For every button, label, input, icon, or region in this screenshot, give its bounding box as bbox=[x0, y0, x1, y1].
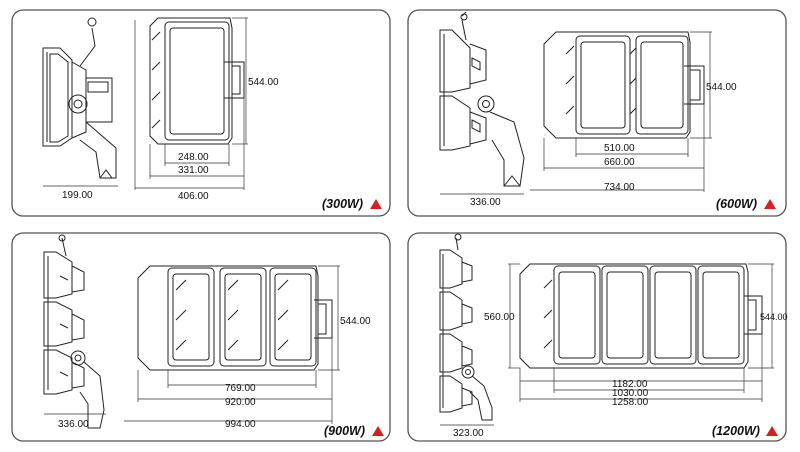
side-view-300w bbox=[42, 17, 117, 179]
red-triangle-icon bbox=[370, 199, 382, 209]
dim-900w-a: 769.00 bbox=[225, 383, 256, 394]
panel-900w: 336.00 544.00 769 bbox=[11, 232, 391, 442]
dim-1200w-c: 1258.00 bbox=[612, 397, 649, 408]
red-triangle-icon bbox=[766, 426, 778, 436]
dim-1200w-a: 1182.00 bbox=[612, 379, 648, 390]
wattage-label-300w: (300W) bbox=[322, 197, 363, 211]
wattage-label-900w: (900W) bbox=[324, 424, 365, 438]
dim-900w-b: 920.00 bbox=[225, 397, 256, 408]
panel-1200w: 323.00 bbox=[407, 232, 788, 442]
front-view-600w bbox=[543, 31, 705, 139]
height-dim-1200w: 560.00 bbox=[484, 312, 515, 323]
front-view-300w bbox=[149, 17, 245, 145]
front-view-1200w bbox=[519, 263, 763, 369]
dim-600w-b: 660.00 bbox=[604, 157, 635, 168]
side-dim-300w: 199.00 bbox=[62, 190, 93, 201]
height-dim-600w: 544.00 bbox=[706, 82, 737, 93]
wattage-label-1200w: (1200W) bbox=[712, 424, 760, 438]
dim-600w-a: 510.00 bbox=[604, 143, 635, 154]
front-view-900w bbox=[137, 265, 333, 371]
dim-600w-c: 734.00 bbox=[604, 182, 635, 193]
side-view-1200w bbox=[439, 233, 493, 421]
dim-300w-b: 331.00 bbox=[178, 165, 209, 176]
dim-300w-a: 248.00 bbox=[178, 152, 209, 163]
dim-900w-c: 994.00 bbox=[225, 419, 256, 430]
red-triangle-icon bbox=[372, 426, 384, 436]
panel-300w: 199.00 544.00 248.00 331.00 406.00 bbox=[11, 9, 391, 217]
panel-600w: 336.00 544.00 510.00 660.00 73 bbox=[407, 9, 787, 217]
side-dim-900w: 336.00 bbox=[58, 419, 89, 430]
side-dim-1200w: 323.00 bbox=[453, 428, 484, 439]
side-view-900w bbox=[43, 234, 105, 429]
height-dim-300w: 544.00 bbox=[248, 77, 279, 88]
wattage-label-600w: (600W) bbox=[716, 197, 757, 211]
side-view-600w bbox=[439, 11, 525, 187]
side-dim-600w: 336.00 bbox=[470, 197, 501, 208]
height-dim-900w: 544.00 bbox=[340, 316, 371, 327]
dim-300w-c: 406.00 bbox=[178, 191, 209, 202]
width-dim-1200w: 544.00 bbox=[760, 312, 788, 322]
red-triangle-icon bbox=[764, 199, 776, 209]
dim-1200w-b: 1030.00 bbox=[612, 388, 649, 399]
